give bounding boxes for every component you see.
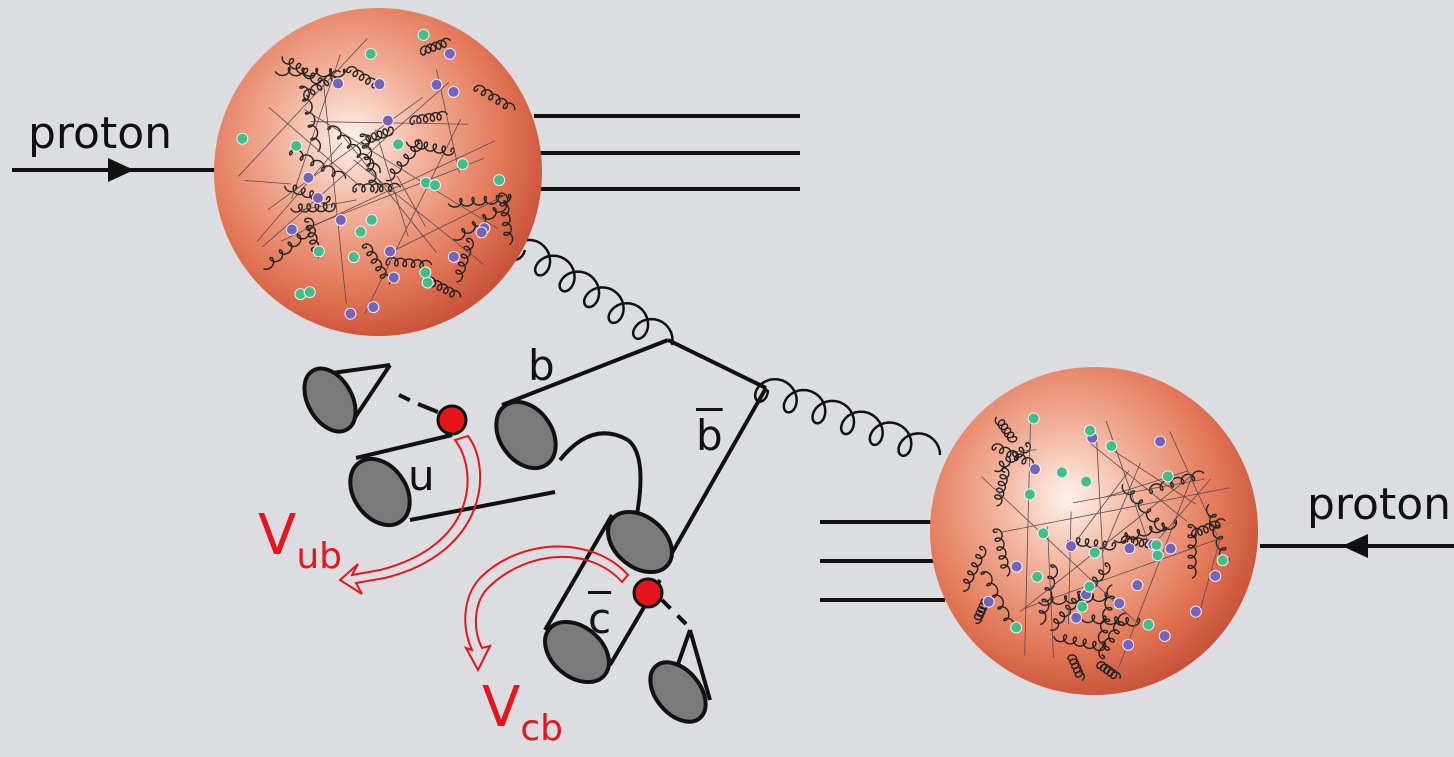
incoming-proton-line-right xyxy=(1260,534,1454,558)
gluon-top xyxy=(509,238,674,346)
bbar-quark-line xyxy=(666,387,768,561)
gluon-bottom xyxy=(753,377,942,458)
vcb-label: Vcb xyxy=(482,680,563,747)
b-meson-tube xyxy=(355,431,643,522)
decay-cap-upper xyxy=(302,366,358,434)
b-meson-end-cap xyxy=(494,399,558,471)
proton-sphere-left xyxy=(214,8,542,336)
d-meson-end-cap-top xyxy=(606,509,674,575)
cbar-quark-label: c xyxy=(588,594,612,643)
vub-label: Vub xyxy=(258,508,342,575)
weak-vertex-bbar-to-cbar xyxy=(632,577,664,609)
spectator-lines-top xyxy=(534,114,800,191)
decay-cap-lower xyxy=(648,660,708,724)
cbar-quark-end-cap xyxy=(543,619,611,685)
vcb-main: V xyxy=(482,675,521,740)
weak-vertex-b-to-u xyxy=(436,404,468,436)
vub-subscript: ub xyxy=(296,536,342,577)
b-quark-label: b xyxy=(528,341,555,390)
vub-main: V xyxy=(258,503,297,568)
bbar-quark-label: b xyxy=(696,411,723,460)
proton-label-left: proton xyxy=(28,108,173,159)
proton-label-right: proton xyxy=(1307,479,1452,530)
vcb-subscript: cb xyxy=(520,708,563,749)
u-quark-end-cap xyxy=(348,456,412,528)
spectator-lines-bottom xyxy=(820,520,945,602)
u-quark-label: u xyxy=(408,451,435,500)
vub-arrow xyxy=(338,434,482,595)
b-quark-line xyxy=(501,338,767,407)
incoming-proton-line-left xyxy=(12,158,215,182)
proton-sphere-right xyxy=(930,367,1258,695)
vcb-arrow xyxy=(463,545,630,673)
